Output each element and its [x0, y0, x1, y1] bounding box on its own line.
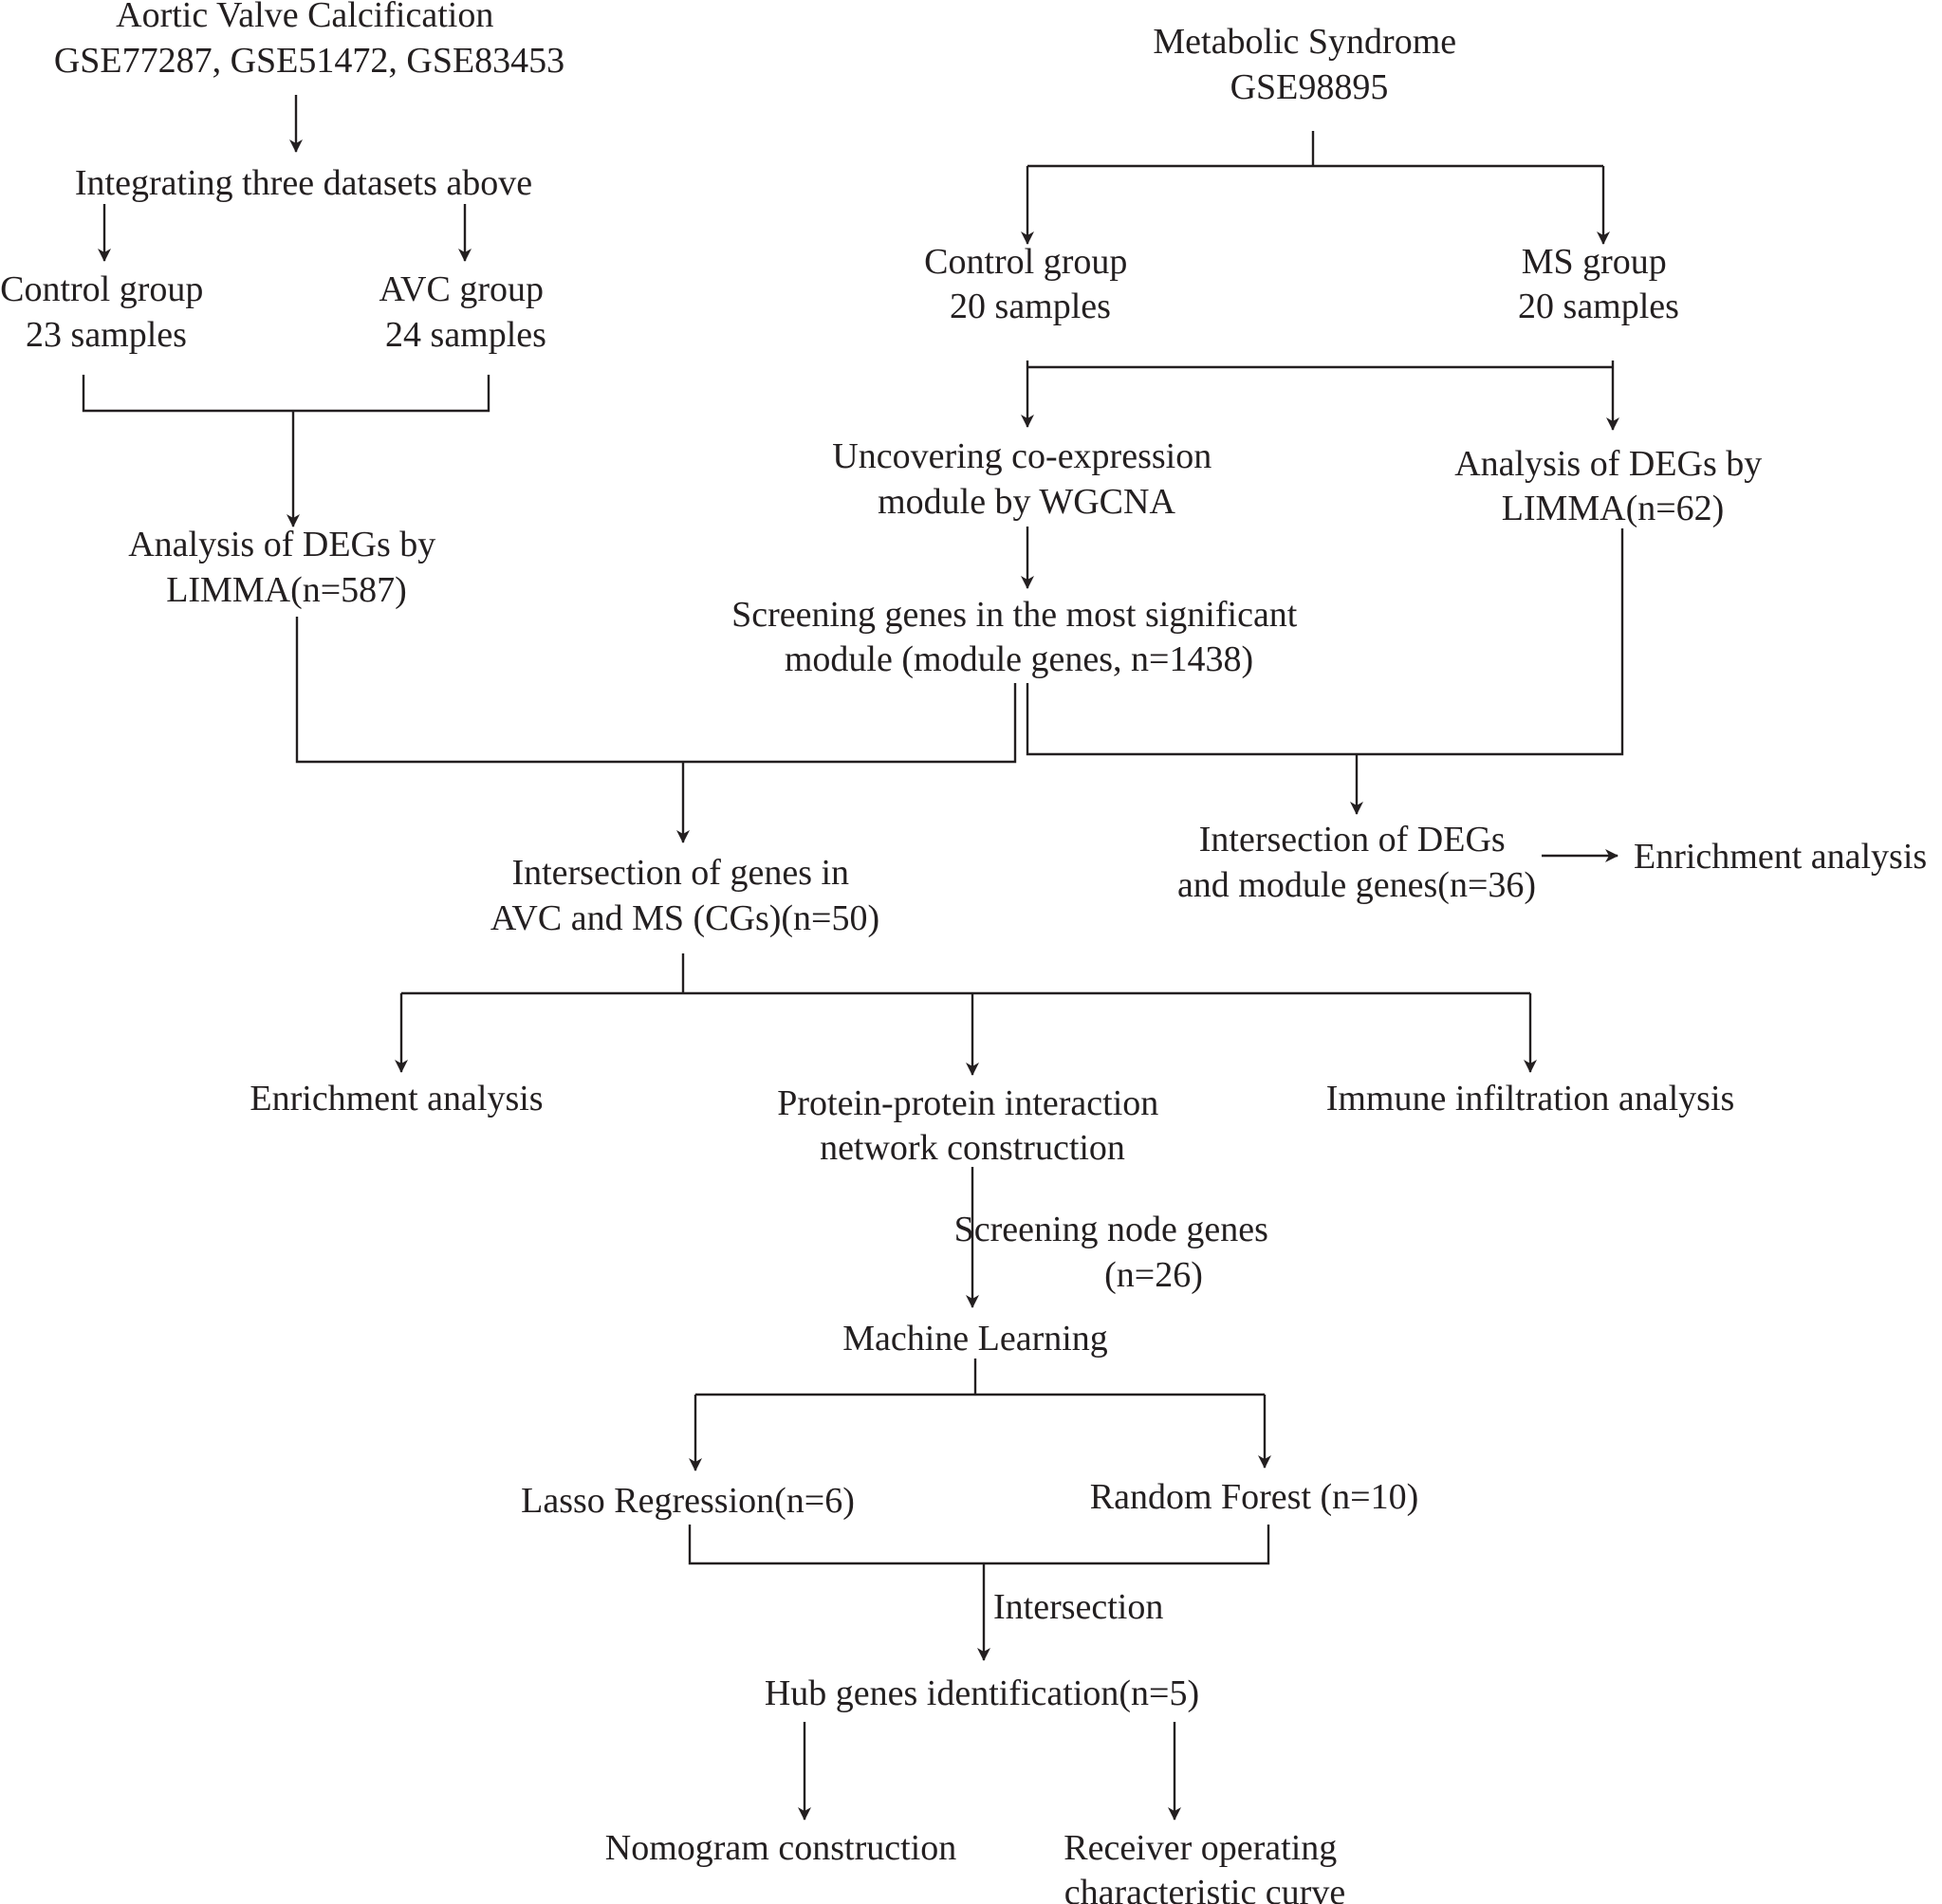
node-lasso: Lasso Regression(n=6): [521, 1481, 855, 1521]
node-avc-limma: Analysis of DEGs by LIMMA(n=587): [128, 525, 445, 610]
node-integrating: Integrating three datasets above: [75, 163, 532, 203]
node-screening-module: Screening genes in the most significant …: [731, 595, 1306, 679]
node-avc-control-group: Control group 23 samples: [0, 269, 213, 355]
edge-labels: Screening node genes (n=26) Intersection: [954, 1210, 1278, 1627]
node-roc: Receiver operating characteristic curve: [1063, 1828, 1346, 1904]
edge-label-screening-node-genes: Screening node genes (n=26): [954, 1210, 1278, 1295]
node-ms-limma: Analysis of DEGs by LIMMA(n=62): [1454, 444, 1771, 528]
node-ms-intersection: Intersection of DEGs and module genes(n=…: [1177, 820, 1536, 905]
node-ms-title: Metabolic Syndrome GSE98895: [1153, 22, 1465, 107]
node-ms-group: MS group 20 samples: [1518, 242, 1679, 326]
bracket-avc-groups: [82, 375, 490, 413]
node-cgs: Intersection of genes in AVC and MS (CGs…: [490, 853, 879, 938]
merge-avc-limma-screening: [295, 617, 1017, 764]
node-hub: Hub genes identification(n=5): [765, 1673, 1199, 1713]
node-enrichment: Enrichment analysis: [250, 1079, 543, 1118]
node-random-forest: Random Forest (n=10): [1090, 1477, 1419, 1517]
node-ms-control-group: Control group 20 samples: [924, 242, 1137, 326]
connectors: [82, 95, 1624, 1821]
merge-screening-ms-limma: [1026, 528, 1624, 756]
node-nomogram: Nomogram construction: [605, 1828, 956, 1868]
node-immune: Immune infiltration analysis: [1326, 1079, 1735, 1118]
node-avc-title: Aortic Valve Calcification GSE77287, GSE…: [54, 0, 564, 81]
bracket-models: [688, 1525, 1270, 1565]
edge-label-intersection: Intersection: [993, 1587, 1163, 1627]
node-ms-enrichment: Enrichment analysis: [1634, 837, 1927, 877]
node-wgcna: Uncovering co-expression module by WGCNA: [832, 436, 1220, 522]
node-machine-learning: Machine Learning: [842, 1319, 1108, 1359]
node-ppi: Protein-protein interaction network cons…: [777, 1083, 1168, 1168]
node-avc-group: AVC group 24 samples: [379, 269, 553, 355]
